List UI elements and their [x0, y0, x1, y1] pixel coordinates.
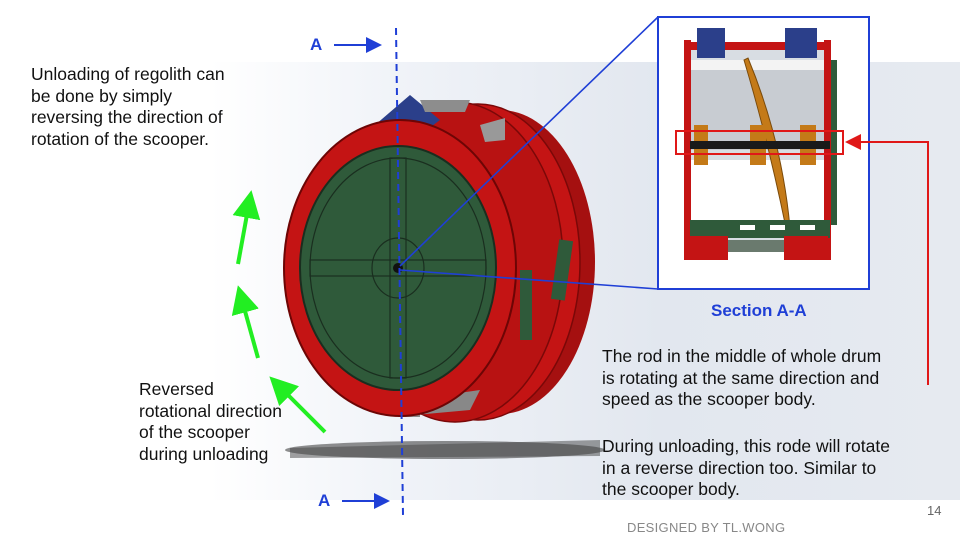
unload-line: the scooper body.	[602, 479, 740, 499]
intro-line: Unloading of regolith can	[31, 64, 225, 84]
reversed-line: rotational direction	[139, 400, 282, 421]
reversed-rotation-label: Reversed rotational direction of the sco…	[139, 379, 304, 465]
reversed-line: of the scooper	[139, 422, 250, 442]
reversed-line: Reversed	[139, 379, 214, 399]
section-marker-top: A	[310, 35, 323, 54]
rod-highlight	[675, 130, 844, 155]
callout-line-lower	[399, 269, 659, 290]
unloading-description: During unloading, this rode will rotate …	[602, 436, 922, 501]
intro-text: Unloading of regolith can be done by sim…	[31, 64, 266, 150]
section-view	[657, 16, 870, 290]
section-title: Section A-A	[711, 301, 807, 320]
intro-line: rotation of the scooper.	[31, 128, 210, 149]
unload-line: in a reverse direction too. Similar to	[602, 457, 877, 478]
rotation-arrows	[231, 190, 327, 434]
reversed-line: during unloading	[139, 443, 269, 464]
section-marker-bottom: A	[318, 491, 331, 510]
rod-description: The rod in the middle of whole drum is r…	[602, 346, 922, 411]
callout-line-upper	[399, 16, 659, 267]
footer-credit: DESIGNED BY TL.WONG	[627, 520, 786, 535]
intro-line: reversing the direction of	[31, 107, 223, 127]
page-number: 14	[927, 503, 942, 518]
rod-line: The rod in the middle of whole drum	[602, 346, 882, 366]
rod-line: is rotating at the same direction and	[602, 367, 880, 388]
rod-pointer	[845, 134, 929, 385]
unload-line: During unloading, this rode will rotate	[602, 436, 890, 456]
rod-line: speed as the scooper body.	[602, 389, 816, 409]
section-line	[395, 27, 404, 516]
intro-line: be done by simply	[31, 85, 173, 106]
